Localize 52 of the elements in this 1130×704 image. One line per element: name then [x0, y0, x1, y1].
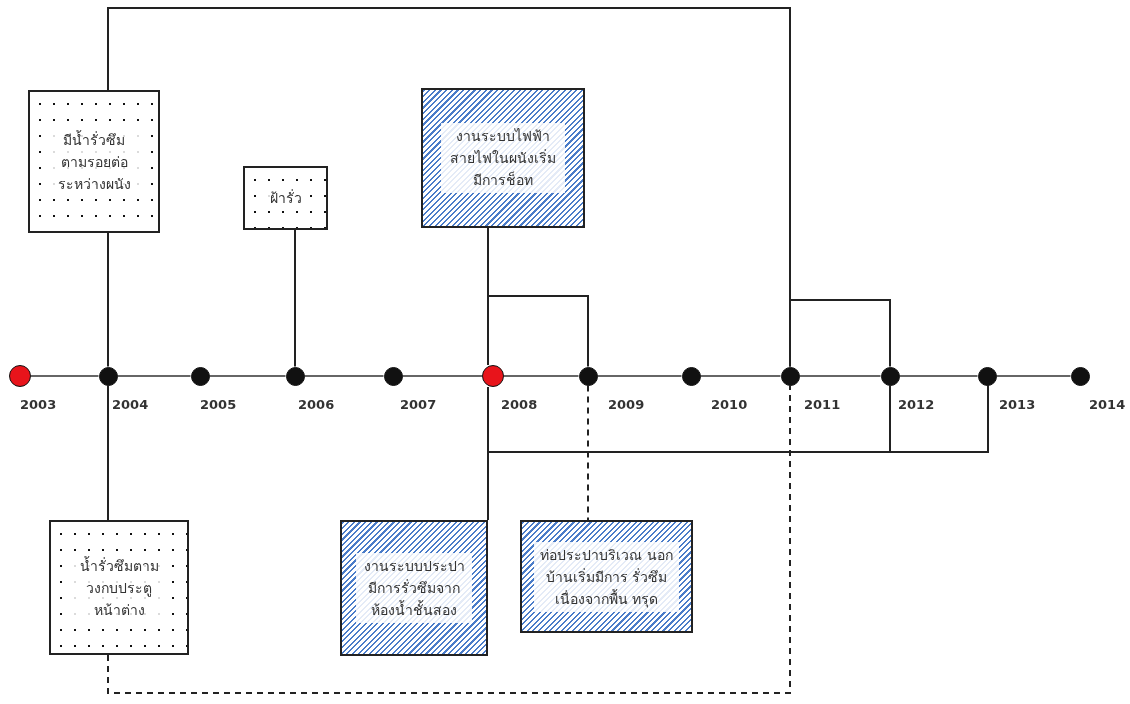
timeline-segment	[995, 375, 1072, 377]
event-text: งานระบบประปา มีการรั่วซึมจาก ห้องน้ำชั้นสอง	[356, 553, 472, 623]
event-box	[243, 166, 328, 230]
timeline-dot	[1070, 366, 1090, 386]
year-label: 2011	[804, 397, 841, 412]
dashed-connector-line	[107, 384, 791, 694]
timeline-segment	[596, 375, 683, 377]
event-box	[49, 520, 189, 655]
timeline-segment	[208, 375, 287, 377]
timeline-segment	[699, 375, 782, 377]
timeline-dot	[285, 366, 305, 386]
timeline-segment	[798, 375, 882, 377]
event-text: งานระบบไฟฟ้า สายไฟในผนังเริ่ม มีการช็อท	[441, 123, 565, 193]
highlighted-timeline-dot	[9, 365, 31, 387]
year-label: 2006	[298, 397, 335, 412]
dashed-connector-line	[587, 384, 589, 521]
timeline-dot	[98, 366, 118, 386]
event-box	[340, 520, 488, 656]
year-label: 2009	[608, 397, 645, 412]
year-label: 2014	[1089, 397, 1126, 412]
timeline-segment	[116, 375, 192, 377]
timeline-dot	[383, 366, 403, 386]
event-box	[421, 88, 585, 228]
timeline-segment	[898, 375, 979, 377]
timeline-dot	[190, 366, 210, 386]
timeline-segment	[30, 375, 100, 377]
timeline-dot	[880, 366, 900, 386]
timeline-segment	[503, 375, 580, 377]
event-box	[28, 90, 160, 233]
timeline-dot	[977, 366, 997, 386]
connector-line	[889, 384, 989, 453]
year-label: 2005	[200, 397, 237, 412]
year-label: 2010	[711, 397, 748, 412]
timeline-dot	[780, 366, 800, 386]
event-text: ท่อประปาบริเวณ นอกบ้านเริ่มมีการ รั่วซึมเนื่องจากพื้น ทรุด	[534, 541, 679, 612]
year-label: 2008	[501, 397, 538, 412]
timeline-segment	[401, 375, 483, 377]
year-label: 2004	[112, 397, 149, 412]
event-box	[520, 520, 693, 633]
year-label: 2007	[400, 397, 437, 412]
connector-line	[294, 229, 296, 368]
timeline-dot	[578, 366, 598, 386]
connector-line	[789, 299, 891, 368]
connector-line	[107, 384, 109, 521]
year-label: 2012	[898, 397, 935, 412]
connector-line	[107, 232, 109, 368]
timeline-segment	[303, 375, 385, 377]
year-label: 2013	[999, 397, 1036, 412]
timeline-dot	[681, 366, 701, 386]
connector-line	[487, 227, 589, 368]
year-label: 2003	[20, 397, 57, 412]
highlighted-timeline-dot	[482, 365, 504, 387]
